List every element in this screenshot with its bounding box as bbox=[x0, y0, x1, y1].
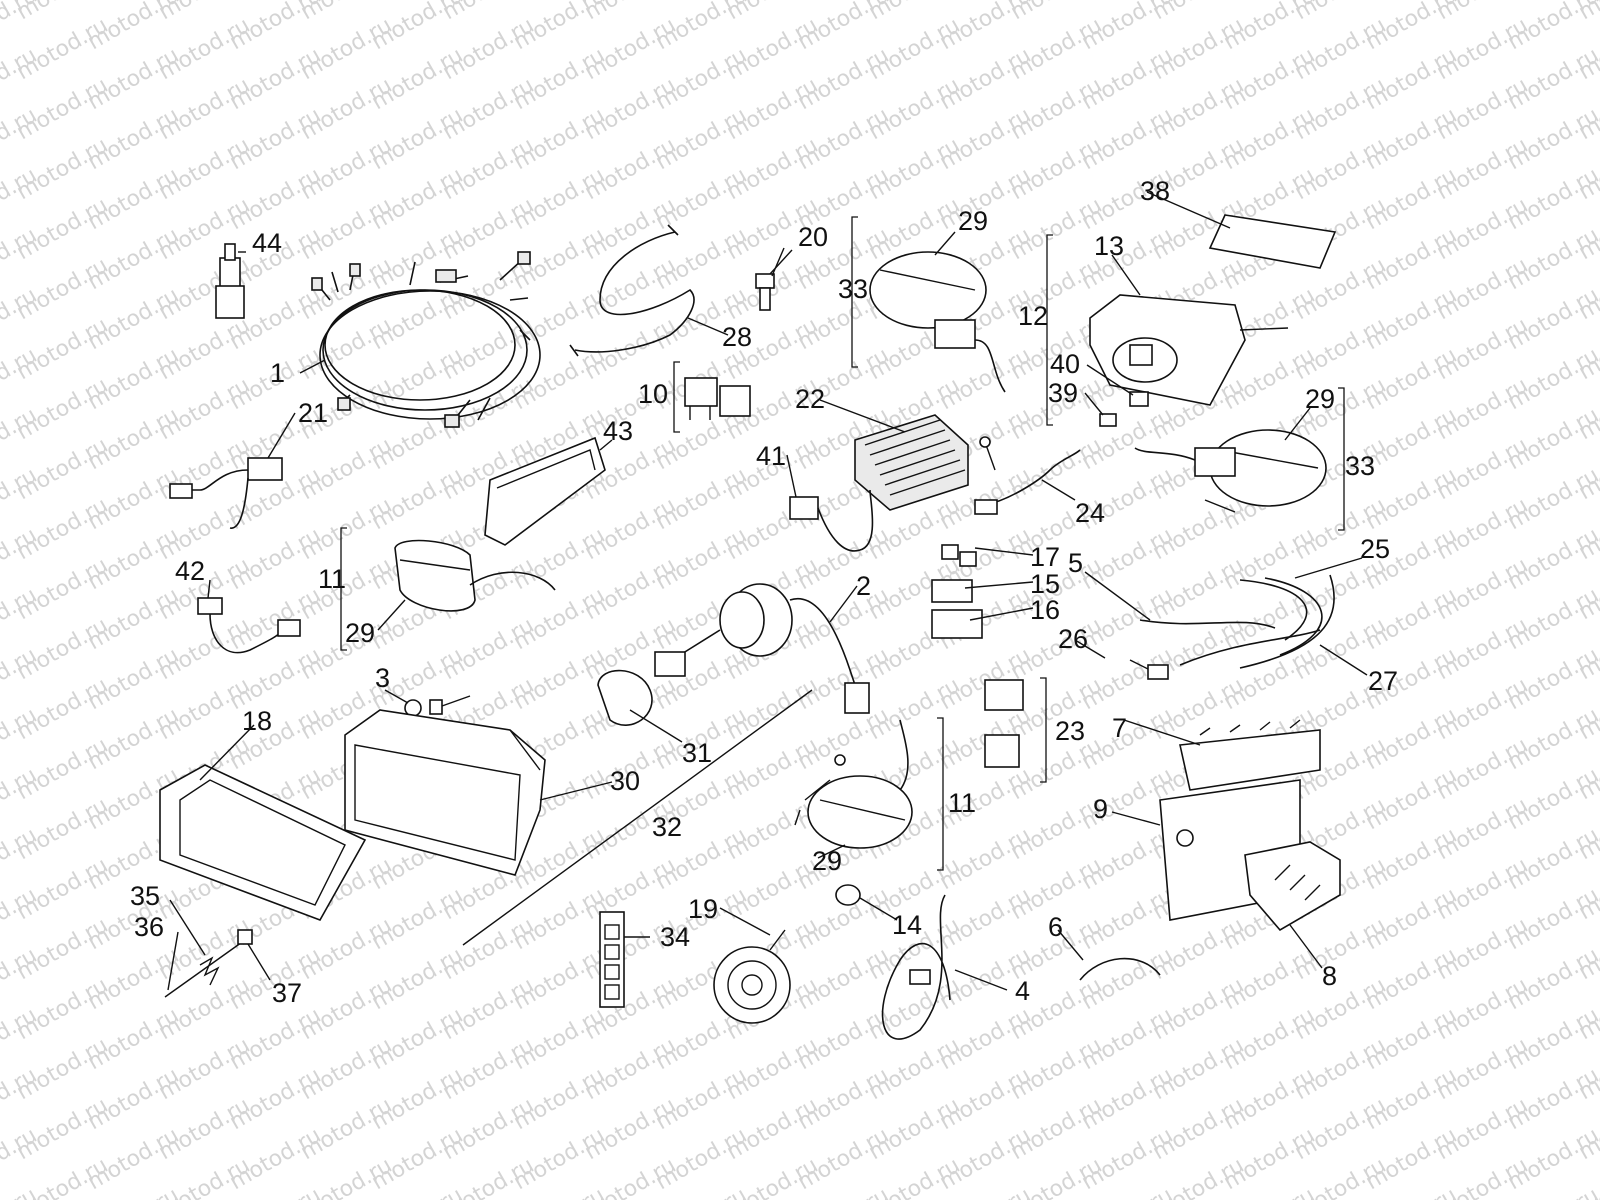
callout-28: 28 bbox=[722, 322, 752, 352]
part-29-turn-signal-right bbox=[1134, 429, 1327, 513]
callout-29-top: 29 bbox=[958, 206, 988, 236]
part-44-connector bbox=[215, 243, 245, 319]
leader-lines bbox=[167, 191, 1368, 991]
callout-40: 40 bbox=[1050, 349, 1080, 379]
callout-14: 14 bbox=[892, 910, 922, 940]
part-2-stator-wire bbox=[654, 583, 870, 714]
callout-26: 26 bbox=[1058, 624, 1088, 654]
callout-3: 3 bbox=[375, 663, 390, 693]
callout-36: 36 bbox=[134, 912, 164, 942]
part-11-turn-signal-bottom bbox=[794, 719, 913, 849]
part-35-36-37-fasteners bbox=[164, 929, 253, 998]
callout-41: 41 bbox=[756, 441, 786, 471]
callout-33-right: 33 bbox=[1345, 451, 1375, 481]
callout-34: 34 bbox=[660, 922, 690, 952]
part-7-battery bbox=[1179, 719, 1321, 791]
part-41-connector-wire bbox=[789, 489, 874, 552]
part-11-turn-signal-left bbox=[394, 539, 556, 612]
callout-7: 7 bbox=[1112, 713, 1127, 743]
part-42-switch-lead bbox=[197, 597, 301, 654]
part-8-battery-cover bbox=[1244, 841, 1341, 932]
part-43-lens bbox=[484, 436, 606, 546]
part-23-flasher-units bbox=[984, 679, 1024, 768]
callout-10: 10 bbox=[638, 379, 668, 409]
callout-4: 4 bbox=[1015, 976, 1030, 1006]
part-19-horn bbox=[713, 929, 791, 1024]
callout-31: 31 bbox=[682, 738, 712, 768]
callout-numbers: 44 1 20 28 21 10 43 42 11 29 22 41 29 33… bbox=[130, 176, 1398, 1008]
callout-44: 44 bbox=[252, 228, 282, 258]
callout-1: 1 bbox=[270, 358, 285, 388]
callout-29-left: 29 bbox=[345, 618, 375, 648]
callout-27: 27 bbox=[1368, 666, 1398, 696]
callout-11-left: 11 bbox=[318, 564, 346, 594]
part-21-switch-lead bbox=[169, 457, 283, 529]
callout-42: 42 bbox=[175, 556, 205, 586]
part-6-short-wire bbox=[1079, 957, 1161, 981]
part-29-turn-signal-top bbox=[869, 251, 1006, 393]
part-4-wire-loop bbox=[881, 894, 951, 1040]
callout-18: 18 bbox=[242, 706, 272, 736]
callout-29-bottom: 29 bbox=[812, 846, 842, 876]
part-22-regulator bbox=[854, 414, 996, 511]
callout-38: 38 bbox=[1140, 176, 1170, 206]
callout-8: 8 bbox=[1322, 961, 1337, 991]
callout-15: 15 bbox=[1030, 569, 1060, 599]
callout-22: 22 bbox=[795, 384, 825, 414]
callout-6: 6 bbox=[1048, 912, 1063, 942]
part-1-wiring-harness bbox=[311, 251, 541, 428]
callout-19: 19 bbox=[688, 894, 718, 924]
callout-35: 35 bbox=[130, 881, 160, 911]
part-14-bulb bbox=[835, 884, 861, 906]
callout-5: 5 bbox=[1068, 548, 1083, 578]
callout-25: 25 bbox=[1360, 534, 1390, 564]
part-28-wire-lead bbox=[569, 224, 695, 357]
callout-2: 2 bbox=[856, 571, 871, 601]
callout-13: 13 bbox=[1094, 231, 1124, 261]
callout-11-bottom: 11 bbox=[948, 788, 976, 818]
callout-24: 24 bbox=[1075, 498, 1105, 528]
callout-21: 21 bbox=[298, 398, 328, 428]
callout-17: 17 bbox=[1030, 542, 1060, 572]
callout-30: 30 bbox=[610, 766, 640, 796]
callout-23: 23 bbox=[1055, 716, 1085, 746]
callout-16: 16 bbox=[1030, 595, 1060, 625]
callout-20: 20 bbox=[798, 222, 828, 252]
part-3-bolt bbox=[404, 695, 471, 717]
part-5-25-26-27-cables bbox=[1129, 574, 1335, 680]
part-40-39-spacers bbox=[1099, 391, 1149, 427]
callout-29-right: 29 bbox=[1305, 384, 1335, 414]
callout-43: 43 bbox=[603, 416, 633, 446]
part-15-16-17-relay-stack bbox=[931, 544, 983, 639]
part-20-switch bbox=[755, 249, 793, 311]
callout-9: 9 bbox=[1093, 794, 1108, 824]
callout-39: 39 bbox=[1048, 378, 1078, 408]
part-38-reflector bbox=[1208, 214, 1337, 269]
part-34-fuse-block bbox=[599, 911, 625, 1008]
part-24-wire bbox=[974, 449, 1081, 515]
callout-37: 37 bbox=[272, 978, 302, 1008]
part-18-headlight-rim bbox=[159, 764, 367, 921]
callout-33-left: 33 bbox=[838, 274, 868, 304]
part-31-pickup bbox=[597, 669, 653, 726]
callout-32: 32 bbox=[652, 812, 682, 842]
callout-12: 12 bbox=[1018, 301, 1048, 331]
part-30-headlight bbox=[344, 709, 546, 876]
part-10-relays bbox=[684, 377, 751, 420]
part-13-tail-light bbox=[1089, 294, 1289, 406]
